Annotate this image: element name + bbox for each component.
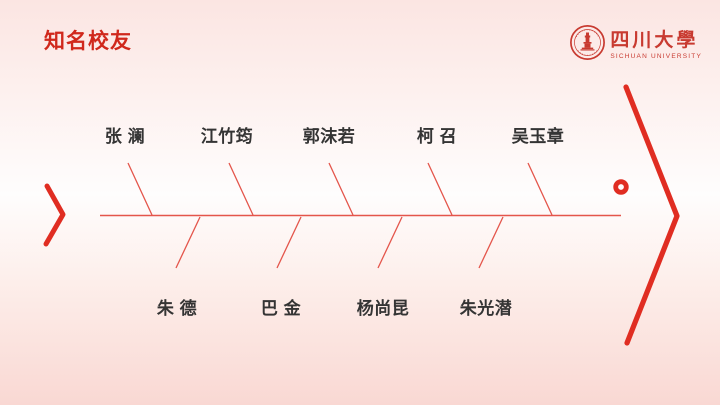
alumnus-label: 柯 召: [416, 127, 458, 146]
page-title: 知名校友: [44, 30, 132, 53]
university-name-en: SICHUAN UNIVERSITY: [610, 52, 702, 60]
top-branch-4: [427, 162, 453, 216]
university-name-cn: 四川大學: [610, 29, 699, 52]
alumnus-label: 杨尚昆: [356, 299, 410, 318]
university-logo: 四川大學 SICHUAN UNIVERSITY: [569, 24, 702, 66]
alumnus-label: 朱 德: [156, 299, 198, 318]
bottom-branch-1: [175, 216, 201, 269]
alumnus-label: 吴玉章: [511, 127, 565, 146]
alumnus-label: 郭沫若: [302, 127, 356, 146]
bottom-branch-2: [276, 216, 302, 269]
donut-marker-icon: [613, 179, 629, 195]
top-branch-2: [228, 162, 254, 216]
alumnus-label: 朱光潜: [459, 299, 513, 318]
university-seal-icon: [569, 24, 606, 66]
alumnus-label: 江竹筠: [200, 127, 254, 146]
bottom-branch-4: [478, 216, 504, 269]
alumnus-label: 张 澜: [104, 127, 146, 146]
university-logo-text: 四川大學 SICHUAN UNIVERSITY: [610, 30, 702, 60]
top-branch-3: [328, 162, 354, 216]
top-branch-1: [127, 162, 153, 216]
bottom-branch-3: [377, 216, 403, 269]
alumnus-label: 巴 金: [260, 299, 302, 318]
right-chevron-icon: [623, 84, 680, 346]
top-branch-5: [527, 162, 553, 216]
left-chevron-icon: [43, 183, 66, 247]
